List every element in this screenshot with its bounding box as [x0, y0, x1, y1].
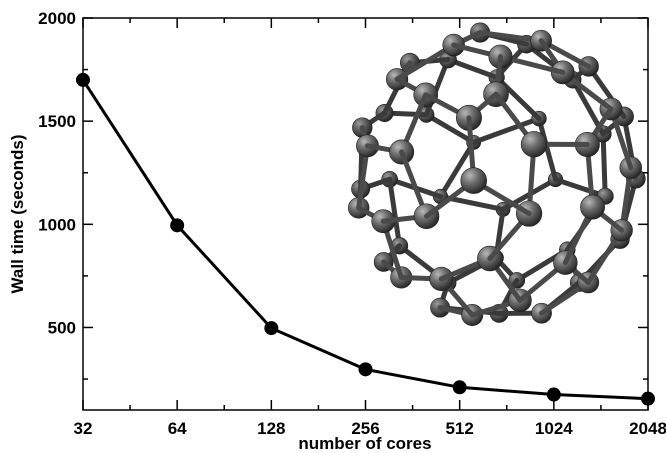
x-tick-label: 128 [257, 419, 285, 438]
molecule-atom [580, 194, 605, 220]
x-tick-label: 64 [168, 419, 187, 438]
molecule-atom [460, 167, 487, 194]
data-point [264, 321, 279, 336]
data-point [641, 391, 655, 406]
molecule-bond [437, 139, 477, 199]
fullerene-molecule-image [348, 22, 646, 326]
data-point [76, 72, 90, 87]
y-axis-label: Wall time (seconds) [8, 134, 27, 293]
data-point [546, 387, 561, 402]
molecule-bond [536, 116, 559, 183]
molecule-bond [471, 116, 542, 145]
molecule-atom [520, 131, 548, 158]
x-axis-label: number of cores [298, 434, 431, 453]
y-tick-label: 500 [48, 318, 76, 337]
x-tick-label: 32 [74, 419, 93, 438]
data-point [452, 380, 467, 395]
x-tick-label: 512 [445, 419, 473, 438]
molecule-bond [600, 131, 608, 199]
data-point [358, 362, 373, 377]
y-axis-ticks: 500 1000 1500 2000 [38, 9, 648, 380]
x-tick-label: 2048 [629, 419, 666, 438]
molecule-bond [423, 112, 477, 145]
data-point [170, 218, 185, 233]
x-axis-ticks: 32 64 128 256 512 1024 2048 [74, 18, 666, 438]
molecule-bond [553, 177, 608, 199]
y-tick-label: 1500 [38, 112, 76, 131]
y-tick-label: 1000 [38, 215, 76, 234]
molecule-bond [387, 176, 403, 249]
y-tick-label: 2000 [38, 9, 76, 28]
x-tick-label: 256 [351, 419, 379, 438]
x-tick-label: 1024 [535, 419, 573, 438]
data-points [76, 72, 655, 406]
